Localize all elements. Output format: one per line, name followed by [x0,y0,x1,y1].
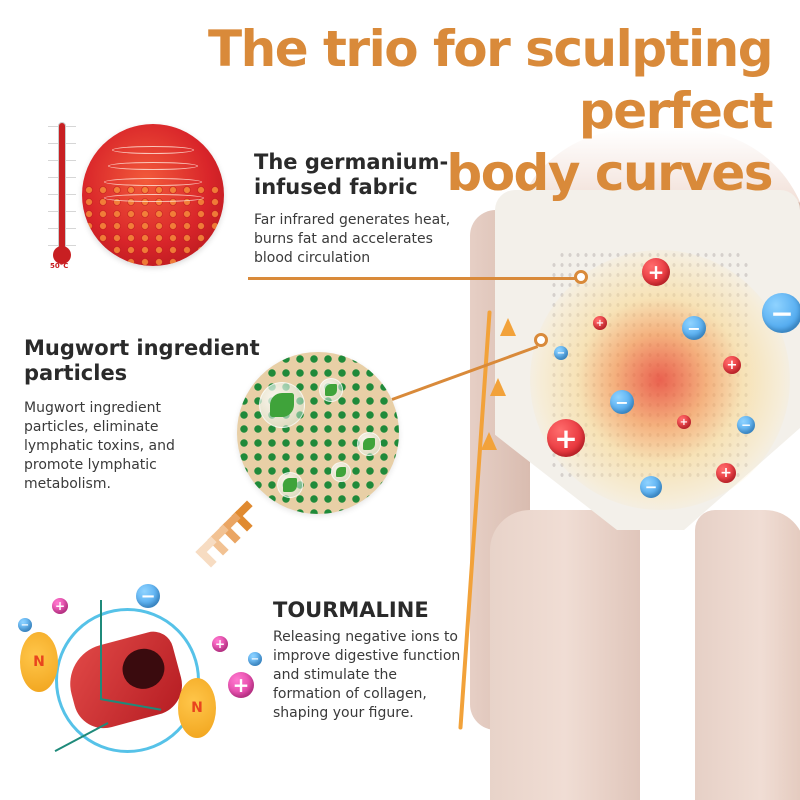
feature-title: TOURMALINE [273,598,429,622]
negative-ion-icon: − [18,618,32,632]
thermometer-label: 50°C [50,262,69,270]
model-figure: + + − − − + − + + − + − [470,90,800,800]
feature-title-line: The germanium- [254,150,449,174]
negative-ion-icon: − [640,476,662,498]
germanium-callout-dot [574,270,588,284]
feature-title: Mugwort ingredient particles [24,336,260,386]
heat-ring [104,194,204,202]
magnetic-vessel-diagram: N N + − − + − + [0,570,270,770]
mugwort-fabric-icon [237,352,399,514]
magnet-icon: N [20,632,58,692]
left-thigh [490,510,640,800]
herb-bubble-icon [331,462,351,482]
heat-ring [108,162,198,170]
positive-ion-icon: + [228,672,254,698]
positive-ion-icon: + [547,419,585,457]
feature-title-line: particles [24,361,128,385]
heated-sphere-icon [82,124,224,266]
headline-line-2: body curves [446,144,773,202]
thermometer-icon [58,122,66,250]
feature-description: Far infrared generates heat, burns fat a… [254,212,451,266]
feature-title: The germanium- infused fabric [254,150,448,200]
negative-ion-icon: − [737,416,755,434]
negative-ion-icon: − [136,584,160,608]
headline-line-1: The trio for sculpting perfect [208,20,774,140]
negative-ion-icon: − [248,652,262,666]
negative-ion-icon: − [682,316,706,340]
herb-bubble-icon [259,382,305,428]
arrow-up-icon [490,378,506,396]
herb-bubble-icon [319,378,343,402]
feature-title-line: infused fabric [254,175,418,199]
positive-ion-icon: + [642,258,670,286]
positive-ion-icon: + [52,598,68,614]
thermometer-bulb-icon [53,246,71,264]
positive-ion-icon: + [723,356,741,374]
chevron-down-icon [195,500,270,575]
positive-ion-icon: + [677,415,691,429]
heat-ring [104,178,202,186]
herb-bubble-icon [357,432,381,456]
heat-ring [112,146,194,154]
herb-bubble-icon [277,472,303,498]
axis-arrow [100,600,102,700]
negative-ion-icon: − [554,346,568,360]
negative-ion-icon: − [610,390,634,414]
mugwort-callout-dot [534,333,548,347]
arrow-up-icon [481,432,497,450]
feature-description: Releasing negative ions to improve diges… [273,629,461,721]
negative-ion-icon: − [762,293,800,333]
arrow-up-icon [500,318,516,336]
germanium-callout-line [248,277,580,280]
right-thigh [695,510,800,800]
positive-ion-icon: + [593,316,607,330]
feature-title-line: Mugwort ingredient [24,336,260,360]
positive-ion-icon: + [716,463,736,483]
feature-description: Mugwort ingredient particles, eliminate … [24,400,175,492]
page-headline: The trio for sculpting perfect body curv… [52,18,774,204]
heat-glow [530,250,790,510]
magnet-icon: N [178,678,216,738]
positive-ion-icon: + [212,636,228,652]
